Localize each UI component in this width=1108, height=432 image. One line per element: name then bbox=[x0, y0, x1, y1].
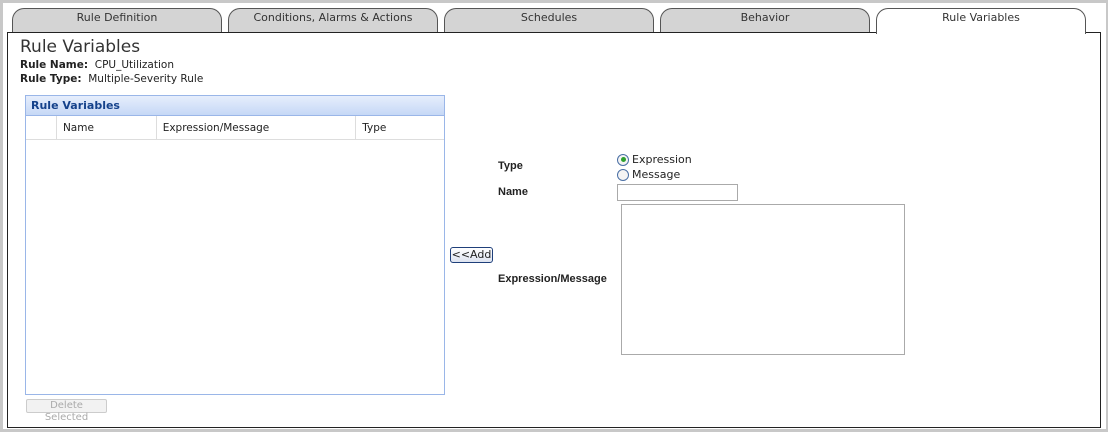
rule-variables-grid: Rule Variables Name Expression/Message T… bbox=[25, 95, 445, 395]
expression-message-textarea[interactable] bbox=[621, 204, 905, 355]
column-header-name[interactable]: Name bbox=[57, 116, 157, 139]
radio-expression[interactable]: Expression bbox=[617, 153, 692, 166]
rule-type-value: Multiple-Severity Rule bbox=[88, 73, 204, 85]
delete-selected-button[interactable]: Delete Selected bbox=[26, 399, 107, 423]
tab-rule-definition[interactable]: Rule Definition bbox=[12, 8, 222, 33]
tab-rule-variables[interactable]: Rule Variables bbox=[876, 8, 1086, 34]
grid-title: Rule Variables bbox=[26, 96, 444, 116]
radio-checked-icon[interactable] bbox=[617, 153, 629, 166]
rule-name: Rule Name: CPU_Utilization bbox=[20, 59, 174, 71]
page-title: Rule Variables bbox=[20, 37, 141, 57]
rule-type-label: Rule Type: bbox=[20, 73, 82, 85]
radio-expression-label: Expression bbox=[632, 153, 692, 166]
radio-message-label: Message bbox=[632, 168, 681, 181]
type-label: Type bbox=[498, 160, 523, 172]
column-header-type[interactable]: Type bbox=[362, 122, 387, 134]
tab-schedules[interactable]: Schedules bbox=[444, 8, 654, 33]
column-header-expression[interactable]: Expression/Message bbox=[157, 116, 357, 139]
add-button[interactable]: <<Add bbox=[450, 247, 493, 263]
rule-name-value: CPU_Utilization bbox=[94, 59, 174, 71]
radio-unchecked-icon[interactable] bbox=[617, 168, 629, 181]
column-header-select[interactable] bbox=[26, 116, 57, 139]
rule-name-label: Rule Name: bbox=[20, 59, 89, 71]
rule-type: Rule Type: Multiple-Severity Rule bbox=[20, 73, 203, 85]
radio-message[interactable]: Message bbox=[617, 168, 680, 181]
name-input[interactable] bbox=[617, 184, 738, 201]
tab-conditions-alarms-actions[interactable]: Conditions, Alarms & Actions bbox=[228, 8, 438, 33]
name-label: Name bbox=[498, 186, 528, 198]
grid-header: Name Expression/Message Type bbox=[26, 116, 444, 140]
expression-message-label: Expression/Message bbox=[498, 273, 607, 285]
tab-behavior[interactable]: Behavior bbox=[660, 8, 870, 33]
